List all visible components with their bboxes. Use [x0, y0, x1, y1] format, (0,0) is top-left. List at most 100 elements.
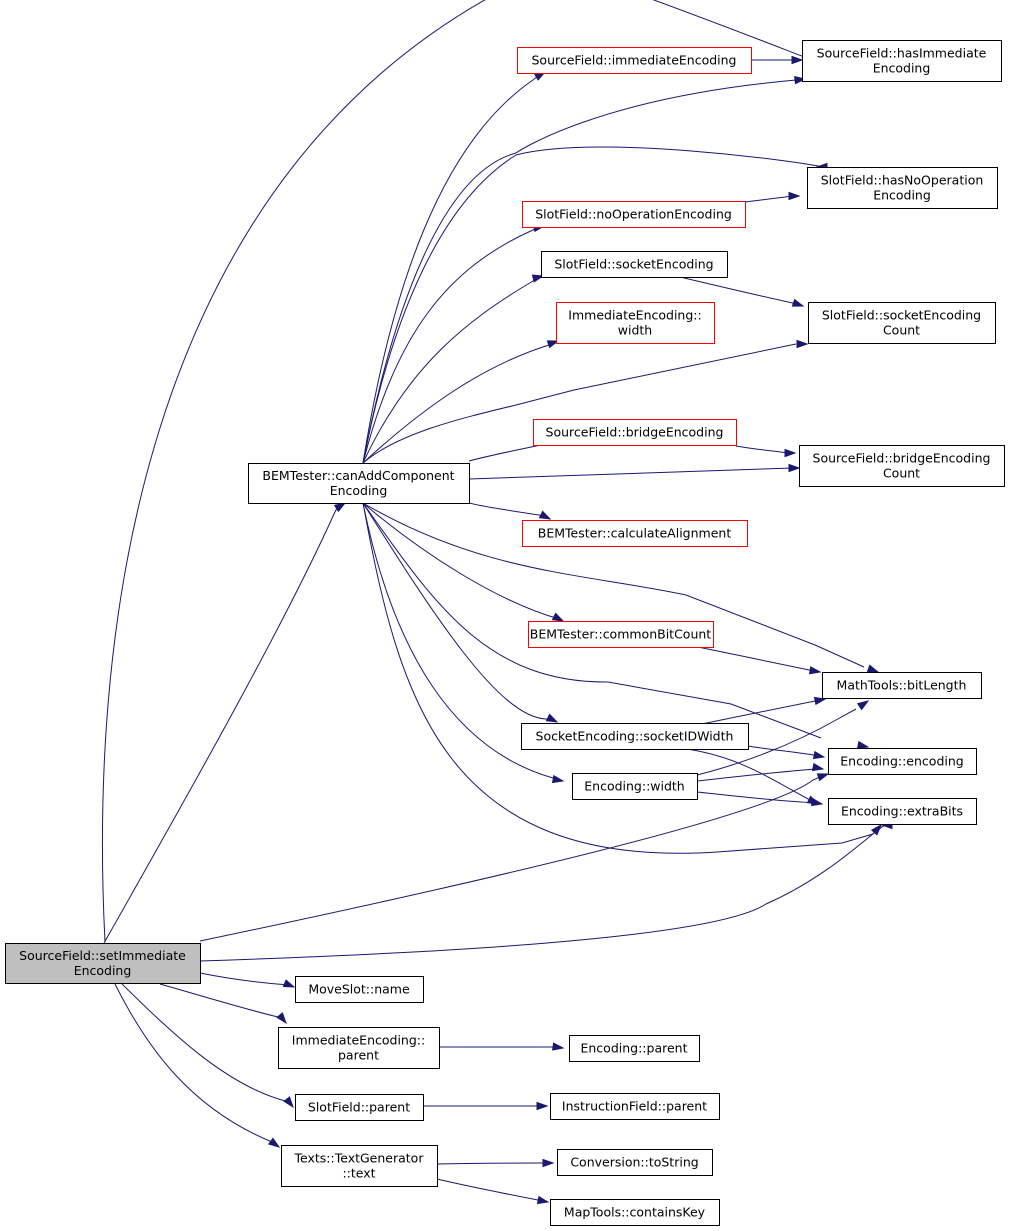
edge-canadd-to-encenc: [362, 502, 822, 739]
node-box-sockcount[interactable]: [808, 302, 996, 344]
node-srcimm[interactable]: SourceField::immediateEncoding: [517, 47, 752, 74]
node-label-sockcount-line1: SlotField::socketEncoding: [822, 308, 981, 323]
edge-encwidth-to-bitlength: [696, 708, 857, 776]
node-box-sockenc[interactable]: [541, 251, 728, 278]
node-box-tostring[interactable]: [557, 1149, 713, 1176]
node-box-immwidth[interactable]: [556, 302, 715, 344]
node-bridgeenc[interactable]: SourceField::bridgeEncoding: [533, 419, 737, 446]
edge-canadd-to-bridgecount: [468, 467, 794, 480]
edge-noop-to-hasnoop: [744, 195, 794, 203]
node-label-immwidth-line2: width: [618, 323, 652, 338]
node-box-immparent[interactable]: [278, 1027, 440, 1069]
node-label-canadd-line2: Encoding: [330, 483, 388, 498]
arrowhead-sockenc-to-sockcount: [791, 298, 805, 307]
node-label-sockenc-line1: SlotField::socketEncoding: [554, 257, 713, 272]
arrowhead-slotparent-to-instrparent: [536, 1101, 549, 1111]
arrowhead-commonbit-to-bitlength: [808, 666, 822, 675]
node-label-immparent-line2: parent: [338, 1048, 379, 1063]
edge-sockid-to-encenc: [747, 745, 820, 757]
node-box-commonbit[interactable]: [528, 621, 714, 648]
node-label-commonbit-line1: BEMTester::commonBitCount: [530, 627, 712, 642]
node-label-hasnoop-line1: SlotField::hasNoOperation: [821, 173, 984, 188]
node-label-calcalign-line1: BEMTester::calculateAlignment: [538, 526, 732, 541]
node-label-hasnoop-line2: Encoding: [873, 188, 931, 203]
arrowhead-encwidth-to-bitlength: [856, 700, 870, 711]
node-instrparent[interactable]: InstructionField::parent: [550, 1093, 720, 1120]
node-noop[interactable]: SlotField::noOperationEncoding: [522, 201, 746, 228]
node-immparent[interactable]: ImmediateEncoding::parent: [278, 1027, 440, 1069]
node-box-hasimm[interactable]: [802, 40, 1002, 82]
node-box-texttext[interactable]: [281, 1145, 438, 1187]
node-box-hasnoop[interactable]: [807, 167, 998, 209]
node-box-slotparent[interactable]: [295, 1094, 424, 1121]
node-box-bridgecount[interactable]: [799, 445, 1005, 487]
node-sockid[interactable]: SocketEncoding::socketIDWidth: [521, 723, 749, 750]
node-box-canadd[interactable]: [248, 463, 470, 504]
node-slotparent[interactable]: SlotField::parent: [295, 1094, 424, 1121]
node-box-bitlength[interactable]: [822, 672, 982, 699]
edge-sockid-to-bitlength: [696, 699, 821, 726]
node-box-moveslot[interactable]: [295, 976, 424, 1003]
node-containskey[interactable]: MapTools::containsKey: [550, 1199, 720, 1226]
edge-texttext-to-containskey: [436, 1178, 544, 1202]
node-box-extrabits[interactable]: [828, 798, 977, 825]
node-label-sockcount-line2: Count: [883, 323, 920, 338]
node-box-instrparent[interactable]: [550, 1093, 720, 1120]
node-box-calcalign[interactable]: [522, 520, 748, 547]
edge-canadd-to-encwidth: [362, 502, 559, 781]
node-bitlength[interactable]: MathTools::bitLength: [822, 672, 982, 699]
arrowhead-bridgeenc-to-bridgecount: [784, 448, 797, 458]
node-tostring[interactable]: Conversion::toString: [557, 1149, 713, 1176]
node-commonbit[interactable]: BEMTester::commonBitCount: [528, 621, 714, 648]
node-box-encparent[interactable]: [569, 1035, 700, 1062]
node-box-encwidth[interactable]: [572, 773, 698, 800]
node-moveslot[interactable]: MoveSlot::name: [295, 976, 424, 1003]
node-extrabits[interactable]: Encoding::extraBits: [828, 798, 977, 825]
arrowhead-root-to-slotparent: [283, 1096, 294, 1109]
node-label-hasimm-line1: SourceField::hasImmediate: [817, 46, 987, 61]
node-immwidth[interactable]: ImmediateEncoding::width: [556, 302, 715, 344]
arrowhead-canadd-to-sockcount: [796, 339, 809, 349]
node-sockenc[interactable]: SlotField::socketEncoding: [541, 251, 728, 278]
edge-root-to-immparent: [159, 983, 283, 1019]
node-box-encenc[interactable]: [828, 748, 977, 775]
node-calcalign[interactable]: BEMTester::calculateAlignment: [522, 520, 748, 547]
node-texttext[interactable]: Texts::TextGenerator::text: [281, 1145, 438, 1187]
arrowhead-canadd-to-extrabits: [870, 823, 883, 836]
edges-layer: [101, 0, 893, 1205]
node-label-tostring-line1: Conversion::toString: [570, 1155, 698, 1170]
node-box-root[interactable]: [5, 943, 201, 984]
node-label-instrparent-line1: InstructionField::parent: [562, 1099, 707, 1114]
arrowhead-sockid-to-encenc: [812, 750, 826, 760]
arrowhead-root-to-immparent: [276, 1012, 287, 1025]
edge-canadd-to-sockid: [362, 502, 551, 720]
node-encenc[interactable]: Encoding::encoding: [828, 748, 977, 775]
node-encwidth[interactable]: Encoding::width: [572, 773, 698, 800]
node-encparent[interactable]: Encoding::parent: [569, 1035, 700, 1062]
edge-canadd-to-srcimm: [362, 75, 539, 464]
arrowhead-srcimm-to-hasimm: [791, 55, 804, 65]
arrowhead-root-to-moveslot: [282, 979, 296, 988]
node-box-noop[interactable]: [522, 201, 746, 228]
node-label-bridgecount-line1: SourceField::bridgeEncoding: [813, 451, 991, 466]
node-box-sockid[interactable]: [521, 723, 749, 750]
edge-encwidth-to-extrabits: [696, 791, 818, 804]
node-box-srcimm[interactable]: [517, 47, 752, 74]
node-box-bridgeenc[interactable]: [533, 419, 737, 446]
arrowhead-canadd-to-sockenc: [531, 274, 545, 283]
node-label-containskey-line1: MapTools::containsKey: [564, 1205, 706, 1220]
node-box-containskey[interactable]: [550, 1199, 720, 1226]
edge-canadd-to-bitlength: [362, 502, 865, 668]
edge-canadd-to-noop: [362, 226, 540, 464]
arrowhead-texttext-to-tostring: [542, 1158, 555, 1168]
edge-sockenc-to-sockcount: [679, 276, 798, 305]
edge-root-to-moveslot: [199, 972, 290, 986]
